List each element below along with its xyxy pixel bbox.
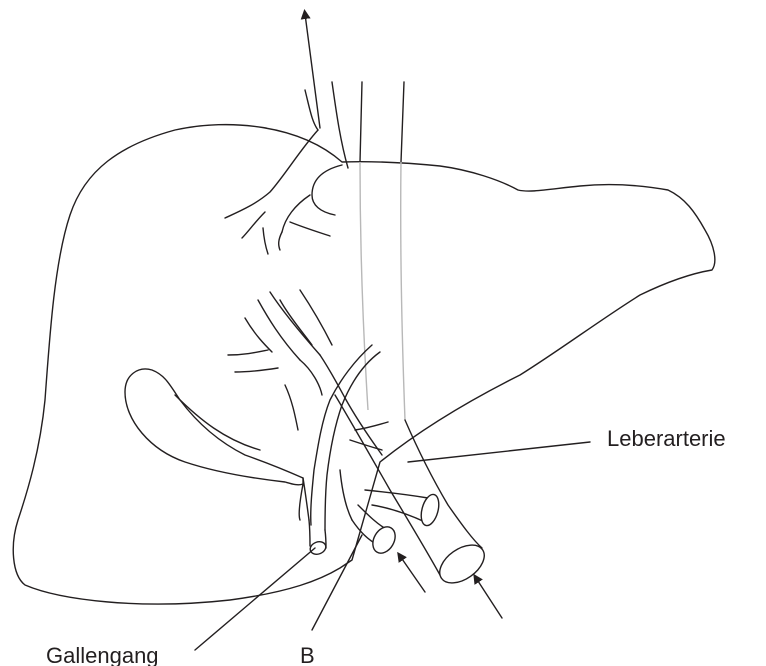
hepatic-artery-top (345, 398, 382, 455)
hepatic-vein-branch-lower (282, 195, 310, 232)
branch-e (245, 318, 272, 352)
portal-vein-lower (372, 505, 425, 522)
hepatic-artery-opening (433, 537, 491, 590)
cystic-duct (303, 478, 309, 520)
label-b: B (300, 643, 315, 666)
vena-cava-grey-left (360, 162, 368, 410)
portal-vein-trunk (340, 470, 352, 520)
vena-cava-right (401, 82, 404, 162)
branch-i (285, 385, 298, 430)
vena-cava-grey-right (401, 162, 405, 420)
liver-outline (13, 125, 715, 604)
hepatic-vein-arrow (305, 14, 320, 128)
bile-duct-lower-left (309, 520, 310, 546)
leader-leberarterie (408, 442, 590, 462)
leader-gallengang (195, 548, 315, 650)
portal-vein-opening2 (368, 523, 399, 557)
gallbladder (125, 369, 303, 485)
hepatic-vein-branch-lower5 (290, 222, 330, 236)
hepatic-vein-branch-right (312, 165, 342, 215)
portal-vein-upper (365, 490, 428, 498)
inflow-arrow-artery (476, 578, 502, 618)
portal-vein-branch2-upper (358, 505, 388, 530)
branch-g (235, 368, 278, 372)
branch-h (300, 360, 322, 395)
branch-f (228, 350, 268, 355)
branch-j (320, 355, 345, 398)
hepatic-vein-branch-lower4 (279, 232, 282, 250)
hepatic-vein-branch-lower3 (263, 228, 268, 254)
hepatic-vein-branch-lower2 (242, 212, 265, 238)
bile-duct-opening (308, 540, 327, 557)
label-gallengang: Gallengang (46, 643, 159, 666)
vena-cava-left (360, 82, 362, 162)
bile-duct-left-wall (311, 345, 372, 525)
cystic-duct2 (299, 484, 303, 520)
branch-d (280, 300, 312, 345)
label-leberarterie: Leberarterie (607, 426, 726, 451)
hepatic-artery-right-wall (405, 420, 482, 548)
inflow-arrow-portal (400, 556, 425, 592)
gallbladder-inner (175, 395, 260, 450)
portal-vein-opening (418, 492, 442, 527)
hepatic-vein-branch-main (225, 130, 318, 218)
